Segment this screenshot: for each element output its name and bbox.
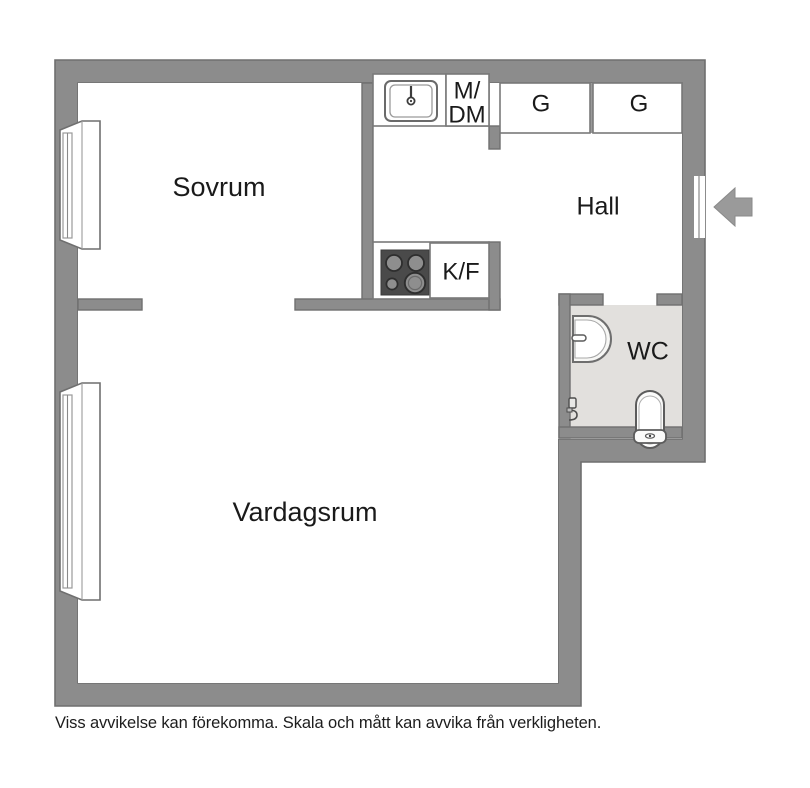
entrance-arrow-icon <box>713 186 753 228</box>
stove-icon <box>380 249 430 296</box>
room-floors <box>78 83 682 683</box>
room-label-vardagsrum: Vardagsrum <box>232 497 377 527</box>
toilet-icon <box>633 390 667 449</box>
appliance-label-wardrobe-1: G <box>532 90 551 117</box>
appliance-label-mdm-line1: M/ <box>454 77 481 104</box>
entrance-opening <box>694 176 705 238</box>
room-label-sovrum: Sovrum <box>172 172 265 202</box>
window-icon-bedroom <box>59 120 101 250</box>
wall-wc-bottom <box>558 426 683 439</box>
tap-icon <box>566 397 578 421</box>
burner-front-right <box>403 271 427 295</box>
room-label-hall: Hall <box>576 193 619 221</box>
wall-stub-sovrum-lower-left <box>77 298 143 311</box>
closet-g-2 <box>592 82 683 134</box>
burner-back-right <box>407 254 425 272</box>
room-label-wc: WC <box>627 338 669 366</box>
wall-stub-kf-right <box>488 241 501 311</box>
fridge-freezer-box <box>429 242 490 299</box>
appliance-label-fridge-freezer: K/F <box>442 258 479 285</box>
floor-vardagsrum <box>78 439 558 683</box>
microwave-dishwasher-box <box>445 73 490 127</box>
closet-g-1 <box>499 82 591 134</box>
wall-kitchen-bottom <box>294 298 501 311</box>
wall-wc-left <box>558 293 571 439</box>
hall-closets <box>499 82 683 134</box>
room-labels: Sovrum Hall WC Vardagsrum <box>172 172 668 527</box>
appliance-labels: M/ DM G G K/F <box>442 77 648 285</box>
window-icon-livingroom <box>59 382 101 601</box>
disclaimer-caption: Viss avvikelse kan förekomma. Skala och … <box>55 714 602 732</box>
wall-wc-top-right <box>656 293 683 306</box>
wall-sovrum-kitchen <box>361 82 374 302</box>
appliance-label-wardrobe-2: G <box>630 90 649 117</box>
wall-stub-kitchen-hall <box>488 125 501 150</box>
burner-back-left <box>385 254 403 272</box>
washbasin-icon <box>571 315 612 363</box>
appliance-label-mdm-line2: DM <box>448 101 485 128</box>
burner-front-left <box>385 277 399 291</box>
wall-closet-divider <box>590 83 593 133</box>
kitchen-sink-icon <box>384 80 438 122</box>
